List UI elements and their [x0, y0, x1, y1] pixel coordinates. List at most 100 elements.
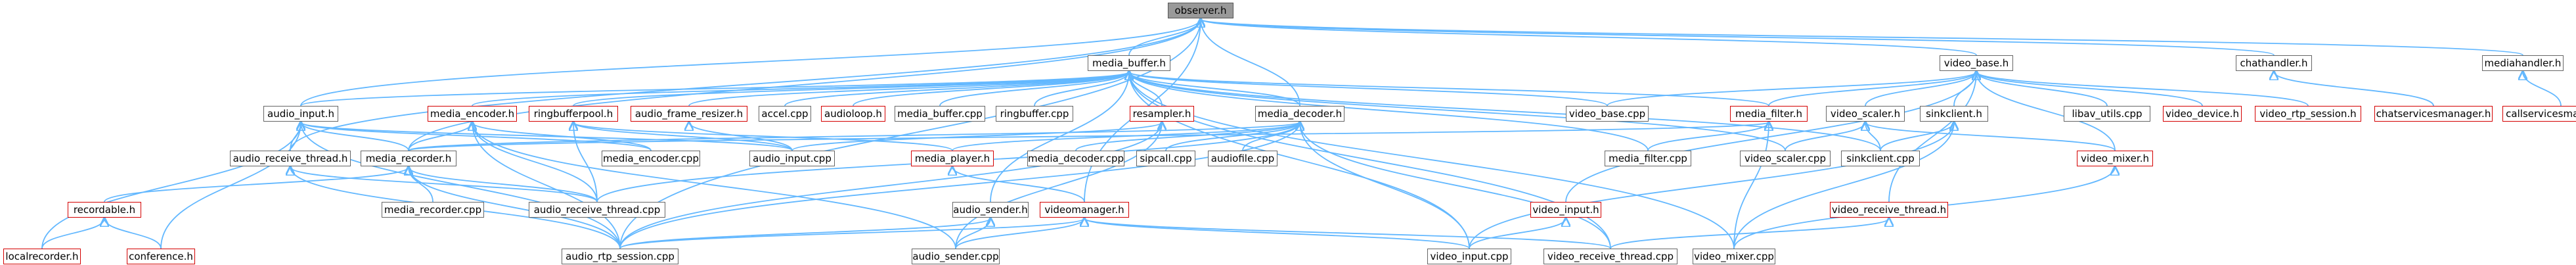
node-audio-receive-thread-cpp[interactable]: audio_receive_thread.cpp [529, 202, 665, 218]
edge-videomanager_h-to-media_player_h [952, 167, 1085, 203]
node-video-base-h[interactable]: video_base.h [1940, 55, 2013, 71]
node-resampler-h[interactable]: resampler.h [1130, 106, 1194, 122]
node-chathandler-h[interactable]: chathandler.h [2236, 55, 2312, 71]
node-video-input-cpp[interactable]: video_input.cpp [1427, 249, 1511, 264]
edge-libav_utils_cpp-to-video_base_h [1976, 72, 2108, 107]
edge-audio_receive_thread_cpp-to-ringbufferpool_h [573, 122, 598, 203]
edge-audio_sender_cpp-to-resampler_h [955, 122, 1162, 249]
edge-audio_rtp_session_cpp-to-media_decoder_h [619, 122, 1300, 249]
node-video-rtp-session-h[interactable]: video_rtp_session.h [2255, 106, 2361, 122]
node-localrecorder-h[interactable]: localrecorder.h [3, 249, 81, 264]
edge-video_base_h-to-observer_h [1201, 19, 1977, 56]
node-media-recorder-cpp[interactable]: media_recorder.cpp [382, 202, 484, 218]
edge-audio_input_cpp-to-resampler_h [791, 122, 1162, 151]
edge-media_encoder_cpp-to-media_encoder_h [472, 122, 652, 151]
edge-conference_h-to-recordable_h [104, 218, 162, 249]
edge-media_recorder_cpp-to-media_recorder_h [409, 167, 433, 203]
node-audio-rtp-session-cpp[interactable]: audio_rtp_session.cpp [562, 249, 678, 264]
node-recordable-h[interactable]: recordable.h [68, 202, 141, 218]
node-videomanager-h[interactable]: videomanager.h [1040, 202, 1129, 218]
edge-audio_input_h-to-media_buffer_h [300, 72, 1129, 107]
edge-audio_rtp_session_cpp-to-videomanager_h [619, 218, 1084, 249]
edge-video_receive_thread_h-to-video_base_h [1888, 72, 1976, 203]
node-media-decoder-cpp[interactable]: media_decoder.cpp [1027, 151, 1124, 166]
edge-audio_input_cpp-to-audio_frame_resizer_h [689, 122, 793, 151]
edge-localrecorder_h-to-recordable_h [41, 218, 104, 249]
edge-callservicesmanager_h-to-mediahandler_h [2523, 72, 2562, 107]
node-media-filter-cpp[interactable]: media_filter.cpp [1605, 151, 1691, 166]
node-video-base-cpp[interactable]: video_base.cpp [1566, 106, 1649, 122]
node-media-player-h[interactable]: media_player.h [911, 151, 994, 166]
node-audioloop-h[interactable]: audioloop.h [821, 106, 885, 122]
node-video-mixer-cpp[interactable]: video_mixer.cpp [1693, 249, 1775, 264]
node-media-encoder-cpp[interactable]: media_encoder.cpp [602, 151, 700, 166]
node-sinkclient-h[interactable]: sinkclient.h [1920, 106, 1988, 122]
edge-video_input_cpp-to-sinkclient_h [1469, 122, 1954, 249]
node-media-filter-h[interactable]: media_filter.h [1730, 106, 1808, 122]
edge-video_mixer_h-to-video_scaler_h [1865, 122, 2116, 151]
edge-media_encoder_cpp-to-audio_input_h [301, 122, 652, 151]
edge-media_recorder_h-to-observer_h [408, 19, 1201, 151]
edge-video_mixer_cpp-to-media_buffer_h [1129, 72, 1735, 249]
edge-audio_sender_cpp-to-media_encoder_h [472, 122, 956, 249]
node-mediahandler-h[interactable]: mediahandler.h [2482, 55, 2564, 71]
edge-sinkclient_cpp-to-sinkclient_h [1880, 122, 1954, 151]
edge-audio_receive_thread_cpp-to-media_recorder_h [409, 167, 598, 203]
node-libav-utils-cpp[interactable]: libav_utils.cpp [2064, 106, 2150, 122]
edge-video_input_h-to-video_base_h [1565, 72, 1976, 203]
node-chatservicesmanager-h[interactable]: chatservicesmanager.h [2374, 106, 2493, 122]
edge-mediahandler_h-to-observer_h [1201, 19, 2523, 56]
node-audio-receive-thread-h[interactable]: audio_receive_thread.h [230, 151, 351, 166]
node-video-input-h[interactable]: video_input.h [1530, 202, 1601, 218]
node-audio-sender-h[interactable]: audio_sender.h [952, 202, 1029, 218]
edge-chatservicesmanager_h-to-chathandler_h [2274, 72, 2434, 107]
edge-accel_cpp-to-media_buffer_h [784, 72, 1129, 107]
edge-media_decoder_cpp-to-media_decoder_h [1075, 122, 1300, 151]
node-media-encoder-h[interactable]: media_encoder.h [428, 106, 517, 122]
edge-media_filter_h-to-video_base_h [1768, 72, 1976, 107]
node-media-recorder-h[interactable]: media_recorder.h [361, 151, 456, 166]
edge-video_scaler_h-to-video_base_h [1865, 72, 1976, 107]
edge-audio_input_h-to-observer_h [300, 19, 1201, 107]
edge-audio_receive_thread_cpp-to-audio_receive_thread_h [290, 167, 598, 203]
node-accel-cpp[interactable]: accel.cpp [759, 106, 811, 122]
node-sinkclient-cpp[interactable]: sinkclient.cpp [1841, 151, 1920, 166]
edge-recordable_h-to-media_recorder_h [104, 167, 409, 203]
node-video-receive-thread-cpp[interactable]: video_receive_thread.cpp [1543, 249, 1677, 264]
edge-video_base_cpp-to-video_base_h [1607, 72, 1976, 107]
node-video-receive-thread-h[interactable]: video_receive_thread.h [1830, 202, 1948, 218]
edge-ringbufferpool_h-to-media_buffer_h [573, 72, 1129, 107]
edge-audio_rtp_session_cpp-to-audio_sender_h [619, 218, 990, 249]
node-ringbuffer-cpp[interactable]: ringbuffer.cpp [996, 106, 1073, 122]
edge-sipcall_cpp-to-media_decoder_h [1165, 122, 1300, 151]
node-conference-h[interactable]: conference.h [127, 249, 195, 264]
edge-media_buffer_cpp-to-media_buffer_h [939, 72, 1129, 107]
node-video-scaler-h[interactable]: video_scaler.h [1826, 106, 1905, 122]
node-audiofile-cpp[interactable]: audiofile.cpp [1208, 151, 1277, 166]
node-audio-input-h[interactable]: audio_input.h [263, 106, 338, 122]
node-audio-sender-cpp[interactable]: audio_sender.cpp [912, 249, 1000, 264]
edge-chathandler_h-to-observer_h [1201, 19, 2275, 56]
node-audio-input-cpp[interactable]: audio_input.cpp [749, 151, 835, 166]
node-audio-frame-resizer-h[interactable]: audio_frame_resizer.h [631, 106, 747, 122]
node-video-device-h[interactable]: video_device.h [2163, 106, 2242, 122]
node-video-mixer-h[interactable]: video_mixer.h [2077, 151, 2153, 166]
edge-audio_input_cpp-to-ringbufferpool_h [573, 122, 793, 151]
node-media-buffer-cpp[interactable]: media_buffer.cpp [895, 106, 985, 122]
edge-audio_rtp_session_cpp-to-resampler_h [619, 122, 1162, 249]
node-video-scaler-cpp[interactable]: video_scaler.cpp [1740, 151, 1831, 166]
edge-video_scaler_cpp-to-media_buffer_h [1129, 72, 1786, 151]
edge-media_filter_h-to-media_buffer_h [1129, 72, 1769, 107]
edge-audioloop_h-to-media_buffer_h [853, 72, 1129, 107]
node-sipcall-cpp[interactable]: sipcall.cpp [1136, 151, 1195, 166]
node-media-buffer-h[interactable]: media_buffer.h [1088, 55, 1170, 71]
node-observer-h: observer.h [1168, 3, 1233, 18]
node-callservicesmanager-h[interactable]: callservicesmanager.h [2502, 106, 2576, 122]
edge-media_filter_cpp-to-media_buffer_h [1129, 72, 1649, 151]
edge-audio_sender_cpp-to-videomanager_h [955, 218, 1084, 249]
edge-video_receive_thread_cpp-to-media_buffer_h [1129, 72, 1611, 249]
node-media-decoder-h[interactable]: media_decoder.h [1255, 106, 1344, 122]
node-ringbufferpool-h[interactable]: ringbufferpool.h [529, 106, 618, 122]
edge-video_mixer_h-to-video_base_h [1976, 72, 2116, 151]
